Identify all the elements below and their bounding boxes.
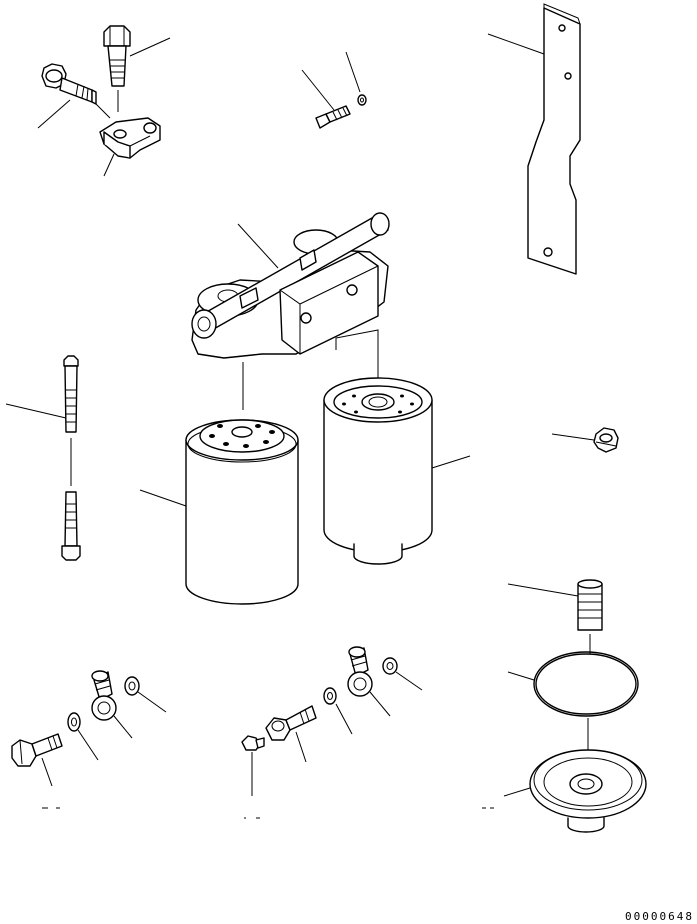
bowl-icon[interactable]: [503, 749, 647, 833]
eye-joint-bolt-icon[interactable]: [11, 733, 63, 787]
hex-bolt-icon[interactable]: [103, 25, 171, 87]
o-ring-icon[interactable]: [507, 651, 639, 717]
washer-icon[interactable]: [323, 687, 353, 735]
filter-cartridge-icon[interactable]: [323, 377, 471, 565]
filter-cartridge-icon[interactable]: [139, 419, 299, 605]
flange-bolt-icon[interactable]: [37, 63, 97, 129]
stud-icon[interactable]: [61, 491, 81, 561]
eye-joint-icon[interactable]: [91, 670, 133, 739]
washer-icon[interactable]: [345, 51, 367, 106]
eye-joint-icon[interactable]: [347, 646, 391, 717]
hex-bolt-icon[interactable]: [301, 69, 351, 129]
drawing-reference-code: 00000648: [625, 910, 694, 923]
eye-joint-bolt-icon[interactable]: [265, 705, 317, 763]
washer-icon[interactable]: [67, 712, 99, 761]
washer-icon[interactable]: [382, 657, 423, 691]
strap-icon[interactable]: [487, 3, 581, 275]
hex-nut-icon[interactable]: [551, 427, 619, 453]
stud-icon[interactable]: [5, 355, 79, 433]
hex-bolt-icon[interactable]: [241, 735, 265, 796]
washer-icon[interactable]: [124, 676, 167, 713]
plug-icon[interactable]: [507, 579, 603, 631]
bracket-icon[interactable]: [99, 117, 161, 177]
filter-head-icon[interactable]: [191, 212, 390, 359]
